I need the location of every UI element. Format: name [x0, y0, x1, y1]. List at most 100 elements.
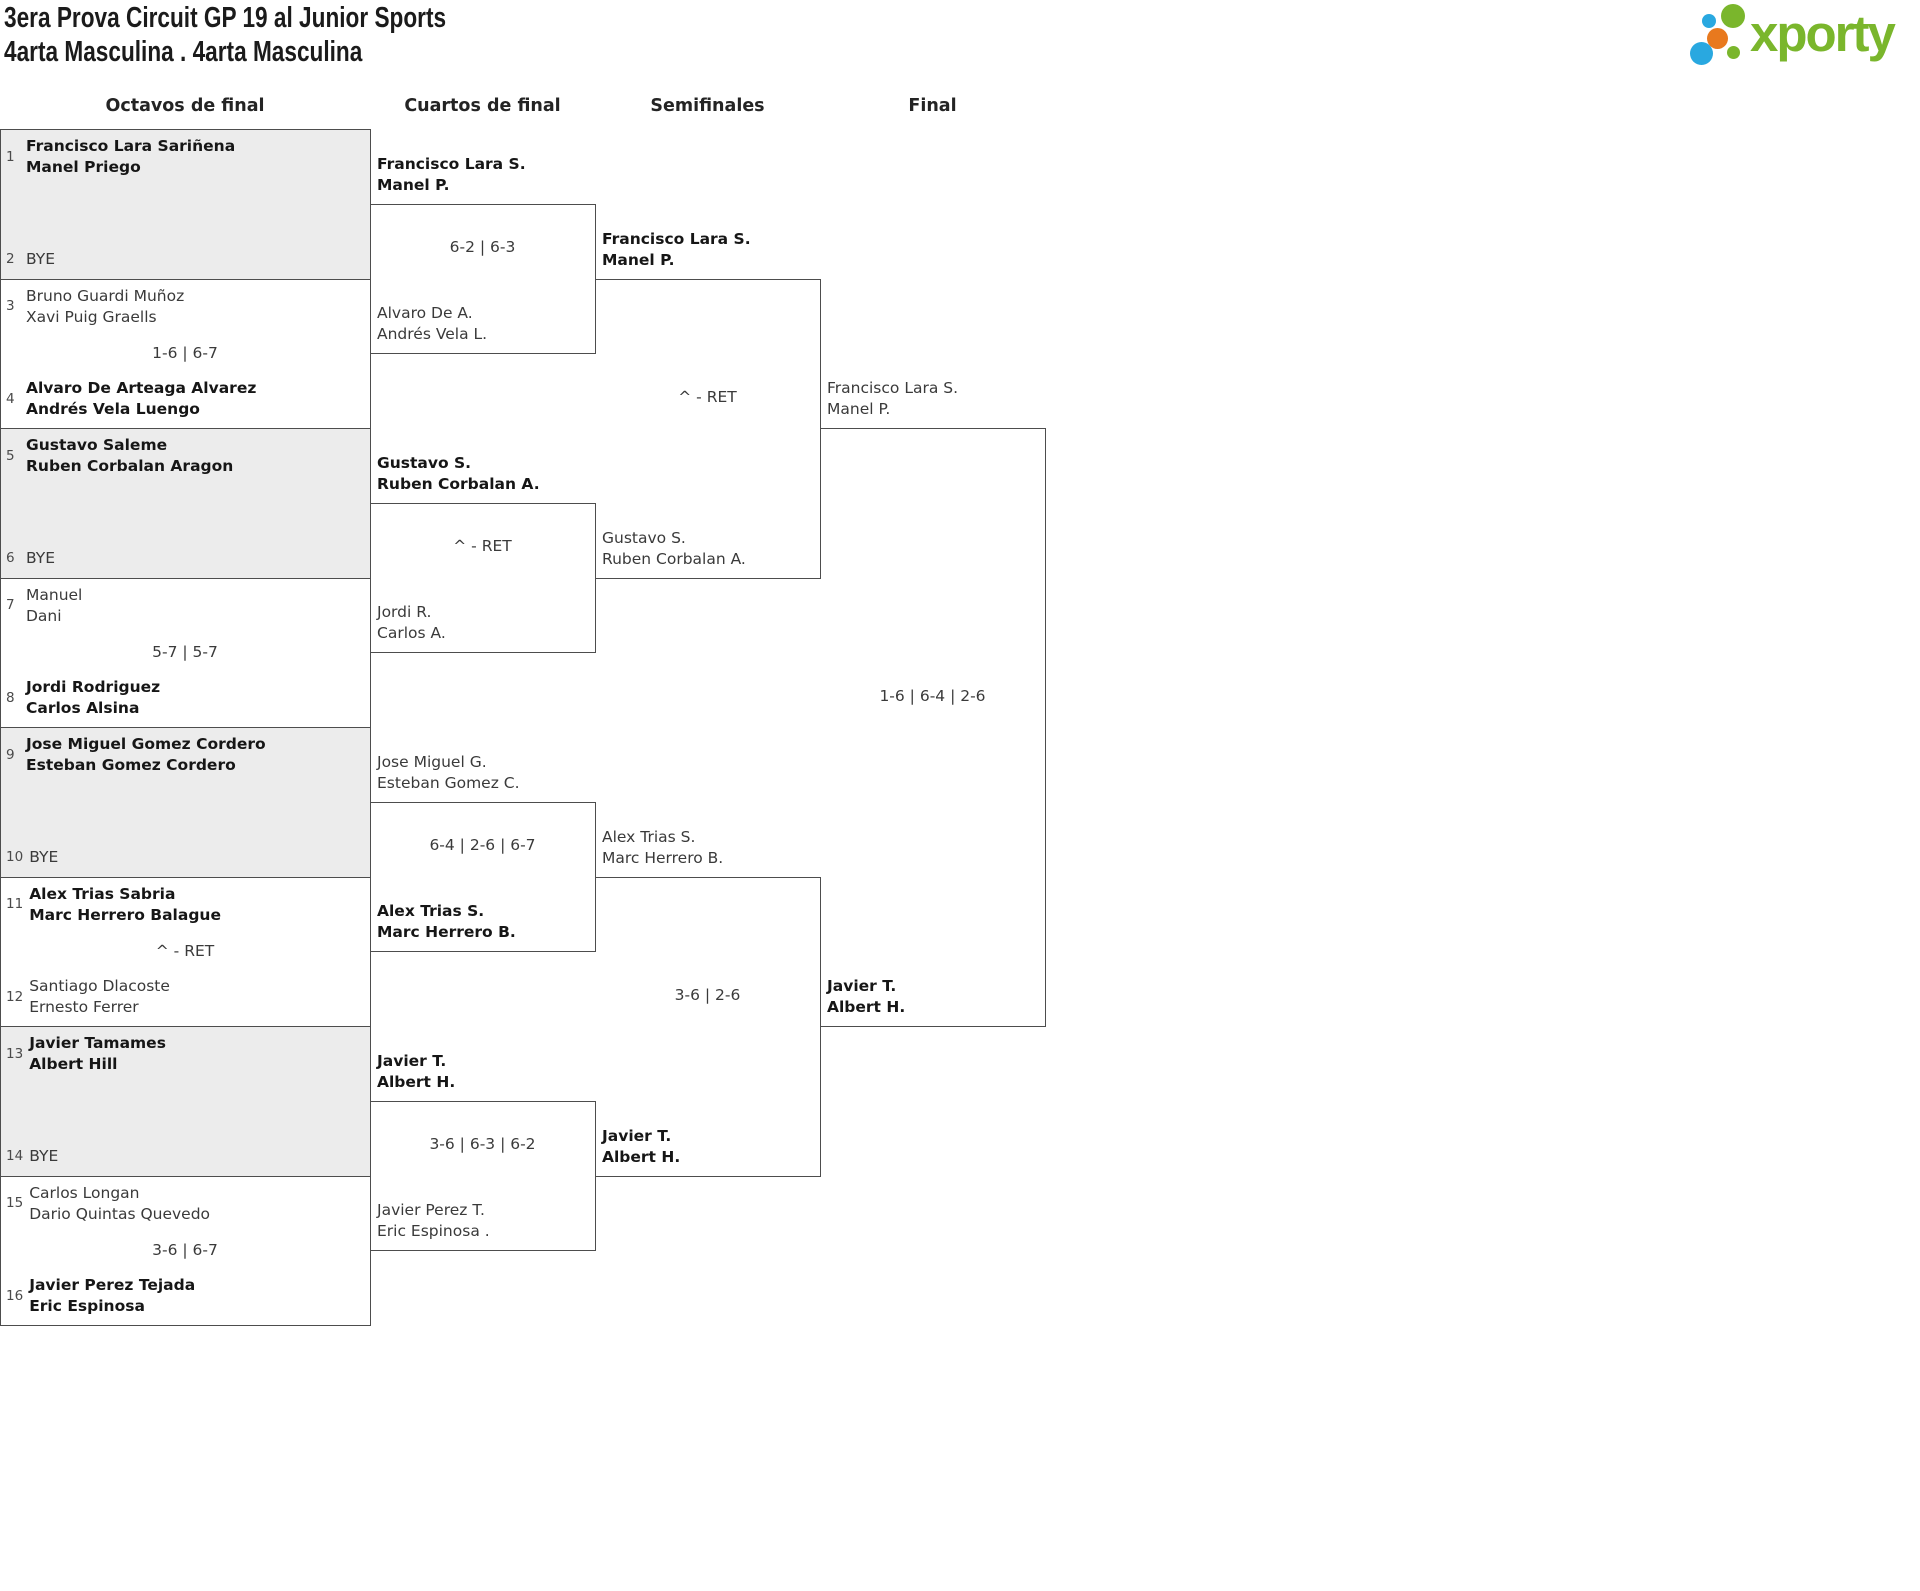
seed-number: 3 — [6, 298, 15, 314]
team-name: Javier T.Albert H. — [377, 1051, 456, 1091]
match-box[interactable] — [0, 727, 371, 878]
seed-number: 9 — [6, 746, 15, 763]
match-score: 1-6 | 6-4 | 2-6 — [879, 686, 986, 705]
match-score: 3-6 | 2-6 — [674, 985, 741, 1004]
seed-number: 10 — [6, 848, 24, 865]
seed-number: 4 — [6, 390, 15, 407]
team-entry[interactable]: Francisco Lara S.Manel P. — [377, 154, 526, 196]
match-box[interactable] — [0, 428, 371, 579]
team-entry[interactable]: 10 BYE — [6, 847, 58, 868]
team-name: Javier T.Albert H. — [602, 1126, 681, 1166]
team-name: Francisco Lara S.Manel P. — [602, 229, 751, 269]
team-name: Javier Perez T.Eric Espinosa . — [377, 1201, 490, 1241]
match-score: ^ - RET — [155, 941, 215, 960]
orange-dot-icon — [1706, 28, 1728, 49]
round-header: Final — [908, 96, 957, 116]
seed-number: 6 — [6, 549, 15, 566]
xporty-logo[interactable]: xporty — [1688, 0, 1918, 72]
seed-number: 15 — [6, 1195, 24, 1211]
seed-number: 5 — [6, 447, 15, 464]
match-box[interactable] — [820, 428, 1046, 1027]
team-entry[interactable]: Jose Miguel G.Esteban Gomez C. — [377, 752, 520, 794]
match-score: 3-6 | 6-7 — [152, 1240, 218, 1259]
team-name: Gustavo S.Ruben Corbalan A. — [377, 453, 540, 493]
team-name: BYE — [26, 249, 56, 268]
team-entry[interactable]: Gustavo S.Ruben Corbalan A. — [602, 528, 746, 570]
blue-dot-icon — [1689, 42, 1713, 65]
match-score: 6-4 | 2-6 | 6-7 — [429, 836, 536, 854]
team-entry[interactable]: Javier T.Albert H. — [827, 976, 905, 1018]
team-entry[interactable]: Jordi R.Carlos A. — [377, 602, 446, 644]
team-name: Alex Trias S.Marc Herrero B. — [602, 827, 724, 867]
team-name: BYE — [29, 847, 59, 866]
round-header: Cuartos de final — [404, 96, 561, 116]
team-entry[interactable]: Gustavo S.Ruben Corbalan A. — [377, 453, 540, 495]
team-name: BYE — [26, 548, 56, 567]
team-name: Alex Trias S.Marc Herrero B. — [377, 902, 516, 942]
category-subtitle: 4arta Masculina . 4arta Masculina — [4, 36, 363, 68]
seed-number: 7 — [6, 597, 15, 613]
team-name: Jose Miguel G.Esteban Gomez C. — [377, 752, 520, 792]
seed-number: 11 — [6, 896, 24, 912]
seed-number: 14 — [6, 1147, 24, 1164]
seed-number: 12 — [6, 988, 24, 1005]
team-entry[interactable]: Alvaro De A.Andrés Vela L. — [377, 303, 487, 345]
green-dot-icon — [1726, 45, 1740, 59]
green-dot-icon — [1721, 4, 1745, 28]
seed-number: 1 — [6, 148, 15, 165]
match-score: 6-2 | 6-3 — [449, 238, 516, 256]
team-name: Alvaro De A.Andrés Vela L. — [377, 304, 488, 344]
match-box[interactable] — [0, 278, 371, 429]
match-box[interactable] — [0, 577, 371, 728]
team-entry[interactable]: Alex Trias S.Marc Herrero B. — [602, 827, 723, 869]
round-header: Octavos de final — [105, 96, 265, 116]
match-box[interactable] — [0, 1026, 371, 1177]
team-entry[interactable]: Javier Perez T.Eric Espinosa . — [377, 1200, 490, 1242]
match-box[interactable] — [0, 1175, 371, 1326]
team-name: Francisco Lara S.Manel P. — [377, 154, 526, 194]
match-score: 1-6 | 6-7 — [152, 343, 218, 362]
team-entry[interactable]: Alex Trias S.Marc Herrero B. — [377, 901, 516, 943]
match-score: 3-6 | 6-3 | 6-2 — [429, 1135, 536, 1153]
seed-number: 8 — [6, 689, 15, 706]
team-entry[interactable]: Francisco Lara S.Manel P. — [827, 378, 958, 420]
team-name: Francisco Lara S.Manel P. — [827, 379, 959, 418]
team-entry[interactable]: 6 BYE — [6, 548, 55, 569]
team-entry[interactable]: 2 BYE — [6, 249, 55, 270]
team-entry[interactable]: Javier T.Albert H. — [377, 1051, 455, 1093]
team-entry[interactable]: Francisco Lara S.Manel P. — [602, 229, 751, 271]
team-entry[interactable]: Javier T.Albert H. — [602, 1126, 680, 1168]
team-name: Jordi R.Carlos A. — [377, 603, 446, 643]
blue-dot-icon — [1702, 14, 1716, 28]
match-box[interactable] — [0, 876, 371, 1027]
match-box[interactable] — [0, 129, 371, 280]
seed-number: 13 — [6, 1045, 24, 1062]
round-header: Semifinales — [650, 96, 765, 116]
match-score: 5-7 | 5-7 — [152, 642, 218, 661]
seed-number: 2 — [6, 250, 15, 267]
